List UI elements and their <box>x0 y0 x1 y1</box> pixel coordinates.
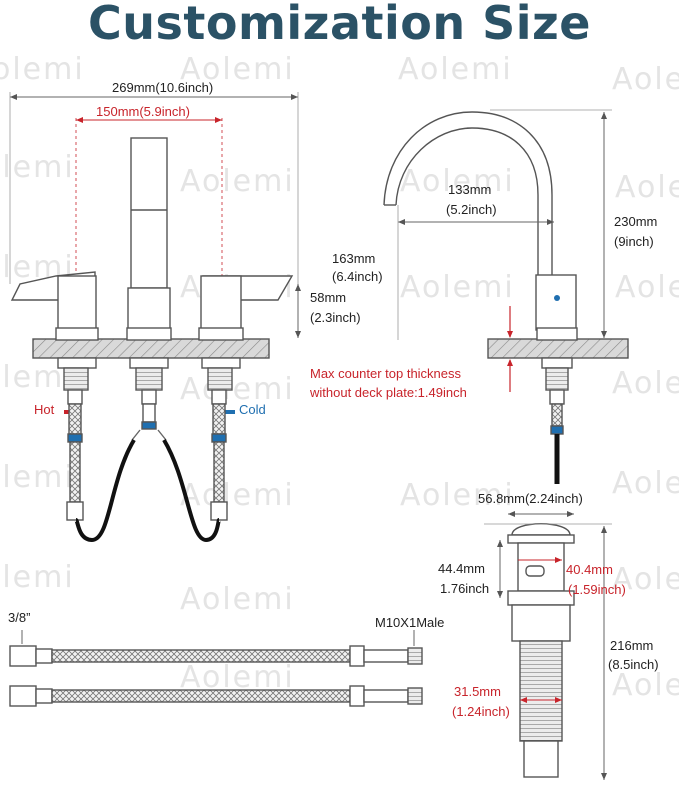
spout-reach-in: (5.2inch) <box>446 202 497 217</box>
drain-pipe-mm: 31.5mm <box>454 684 501 699</box>
cold-handle <box>200 275 294 331</box>
watermark: Aolemi <box>180 478 295 513</box>
center-spread-label: 150mm(5.9inch) <box>96 104 190 119</box>
counter-thickness-line2: without deck plate:1.49inch <box>310 385 467 400</box>
page-title: Customization Size <box>88 0 591 50</box>
drain-pipe-in: (1.24inch) <box>452 704 510 719</box>
spout-height-in: (6.4inch) <box>332 269 383 284</box>
drain-height-in: (8.5inch) <box>608 657 659 672</box>
center-spread-dimension <box>75 117 223 280</box>
hot-label: Hot <box>34 402 55 417</box>
watermark: Aolemi <box>400 478 515 513</box>
drain-body-mm: 40.4mm <box>566 562 613 577</box>
watermark: Aolemi <box>615 270 679 305</box>
watermark: Aolemi <box>180 164 295 199</box>
spout-reach-mm: 133mm <box>448 182 492 197</box>
drain-body-in: (1.59inch) <box>568 582 626 597</box>
drain-width-label: 56.8mm(2.24inch) <box>478 491 583 506</box>
watermark: Aolemi <box>0 460 75 495</box>
profile-shank <box>536 327 578 484</box>
watermark: Aolemi <box>612 366 679 401</box>
handle-height-in: (2.3inch) <box>310 310 361 325</box>
supply-hoses <box>66 403 228 521</box>
watermark: Aolemi <box>615 170 679 205</box>
cold-label: Cold <box>239 402 266 417</box>
hose-thread-label: M10X1Male <box>375 615 445 630</box>
counter-thickness-line1: Max counter top thickness <box>310 366 462 381</box>
watermark: Aolemi <box>180 660 295 695</box>
drain-cap-mm: 44.4mm <box>438 561 485 576</box>
watermark: Aolemi <box>180 52 295 87</box>
watermark: Aolemi <box>612 466 679 501</box>
drain-height-mm: 216mm <box>610 638 654 653</box>
hose-size-label: 3/8” <box>8 610 31 625</box>
watermark: Aolemi <box>398 52 513 87</box>
spout-height-mm: 163mm <box>332 251 376 266</box>
total-height-mm: 230mm <box>614 214 658 229</box>
counter-top-left <box>32 338 270 359</box>
pop-up-drain <box>484 511 612 780</box>
overall-width-label: 269mm(10.6inch) <box>112 80 214 95</box>
drain-cap-in: 1.76inch <box>440 581 490 596</box>
counter-thickness-arrows <box>507 306 513 392</box>
watermark: Aolemi <box>0 52 85 87</box>
supply-hose-2 <box>9 685 423 707</box>
spout-column <box>127 137 171 331</box>
counter-top-right <box>487 338 629 359</box>
supply-hose-1 <box>9 645 423 667</box>
overall-width-dimension <box>9 92 299 284</box>
hose-loop-left <box>74 438 136 543</box>
total-height-dimension <box>490 109 612 338</box>
watermark: Aolemi <box>612 562 679 597</box>
watermark: Aolemi <box>0 150 75 185</box>
watermark: Aolemi <box>400 270 515 305</box>
watermark: Aolemi <box>612 62 679 97</box>
spout-reach-dimension <box>397 205 554 340</box>
cold-marker <box>225 410 235 414</box>
total-height-in: (9inch) <box>614 234 654 249</box>
watermark: Aolemi <box>180 582 295 617</box>
hose-loop-right <box>162 438 221 543</box>
handle-height-mm: 58mm <box>310 290 347 305</box>
watermark: Aolemi <box>612 668 679 703</box>
watermark: Aolemi <box>180 372 295 407</box>
valve-shanks <box>55 327 244 405</box>
watermark: Aolemi <box>400 164 515 199</box>
handle-height-dimension <box>295 284 301 338</box>
watermark: Aolemi <box>0 560 75 595</box>
hot-handle <box>10 271 97 331</box>
